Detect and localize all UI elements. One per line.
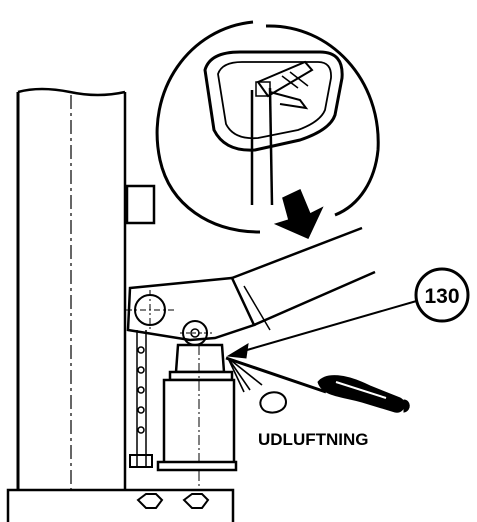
screwdriver-icon <box>225 356 410 414</box>
bleeding-label: UDLUFTNING <box>258 430 368 449</box>
mast-column <box>16 87 156 492</box>
chain <box>129 330 153 468</box>
hydraulic-pump-icon <box>156 343 238 490</box>
part-callout: 130 <box>414 267 470 323</box>
down-arrow-icon <box>273 188 324 239</box>
tiller-arm <box>126 226 376 346</box>
base-frame <box>6 488 235 522</box>
hand-lever-detail <box>155 20 380 234</box>
part-callout-number: 130 <box>424 285 459 308</box>
callout-leader <box>226 299 421 359</box>
